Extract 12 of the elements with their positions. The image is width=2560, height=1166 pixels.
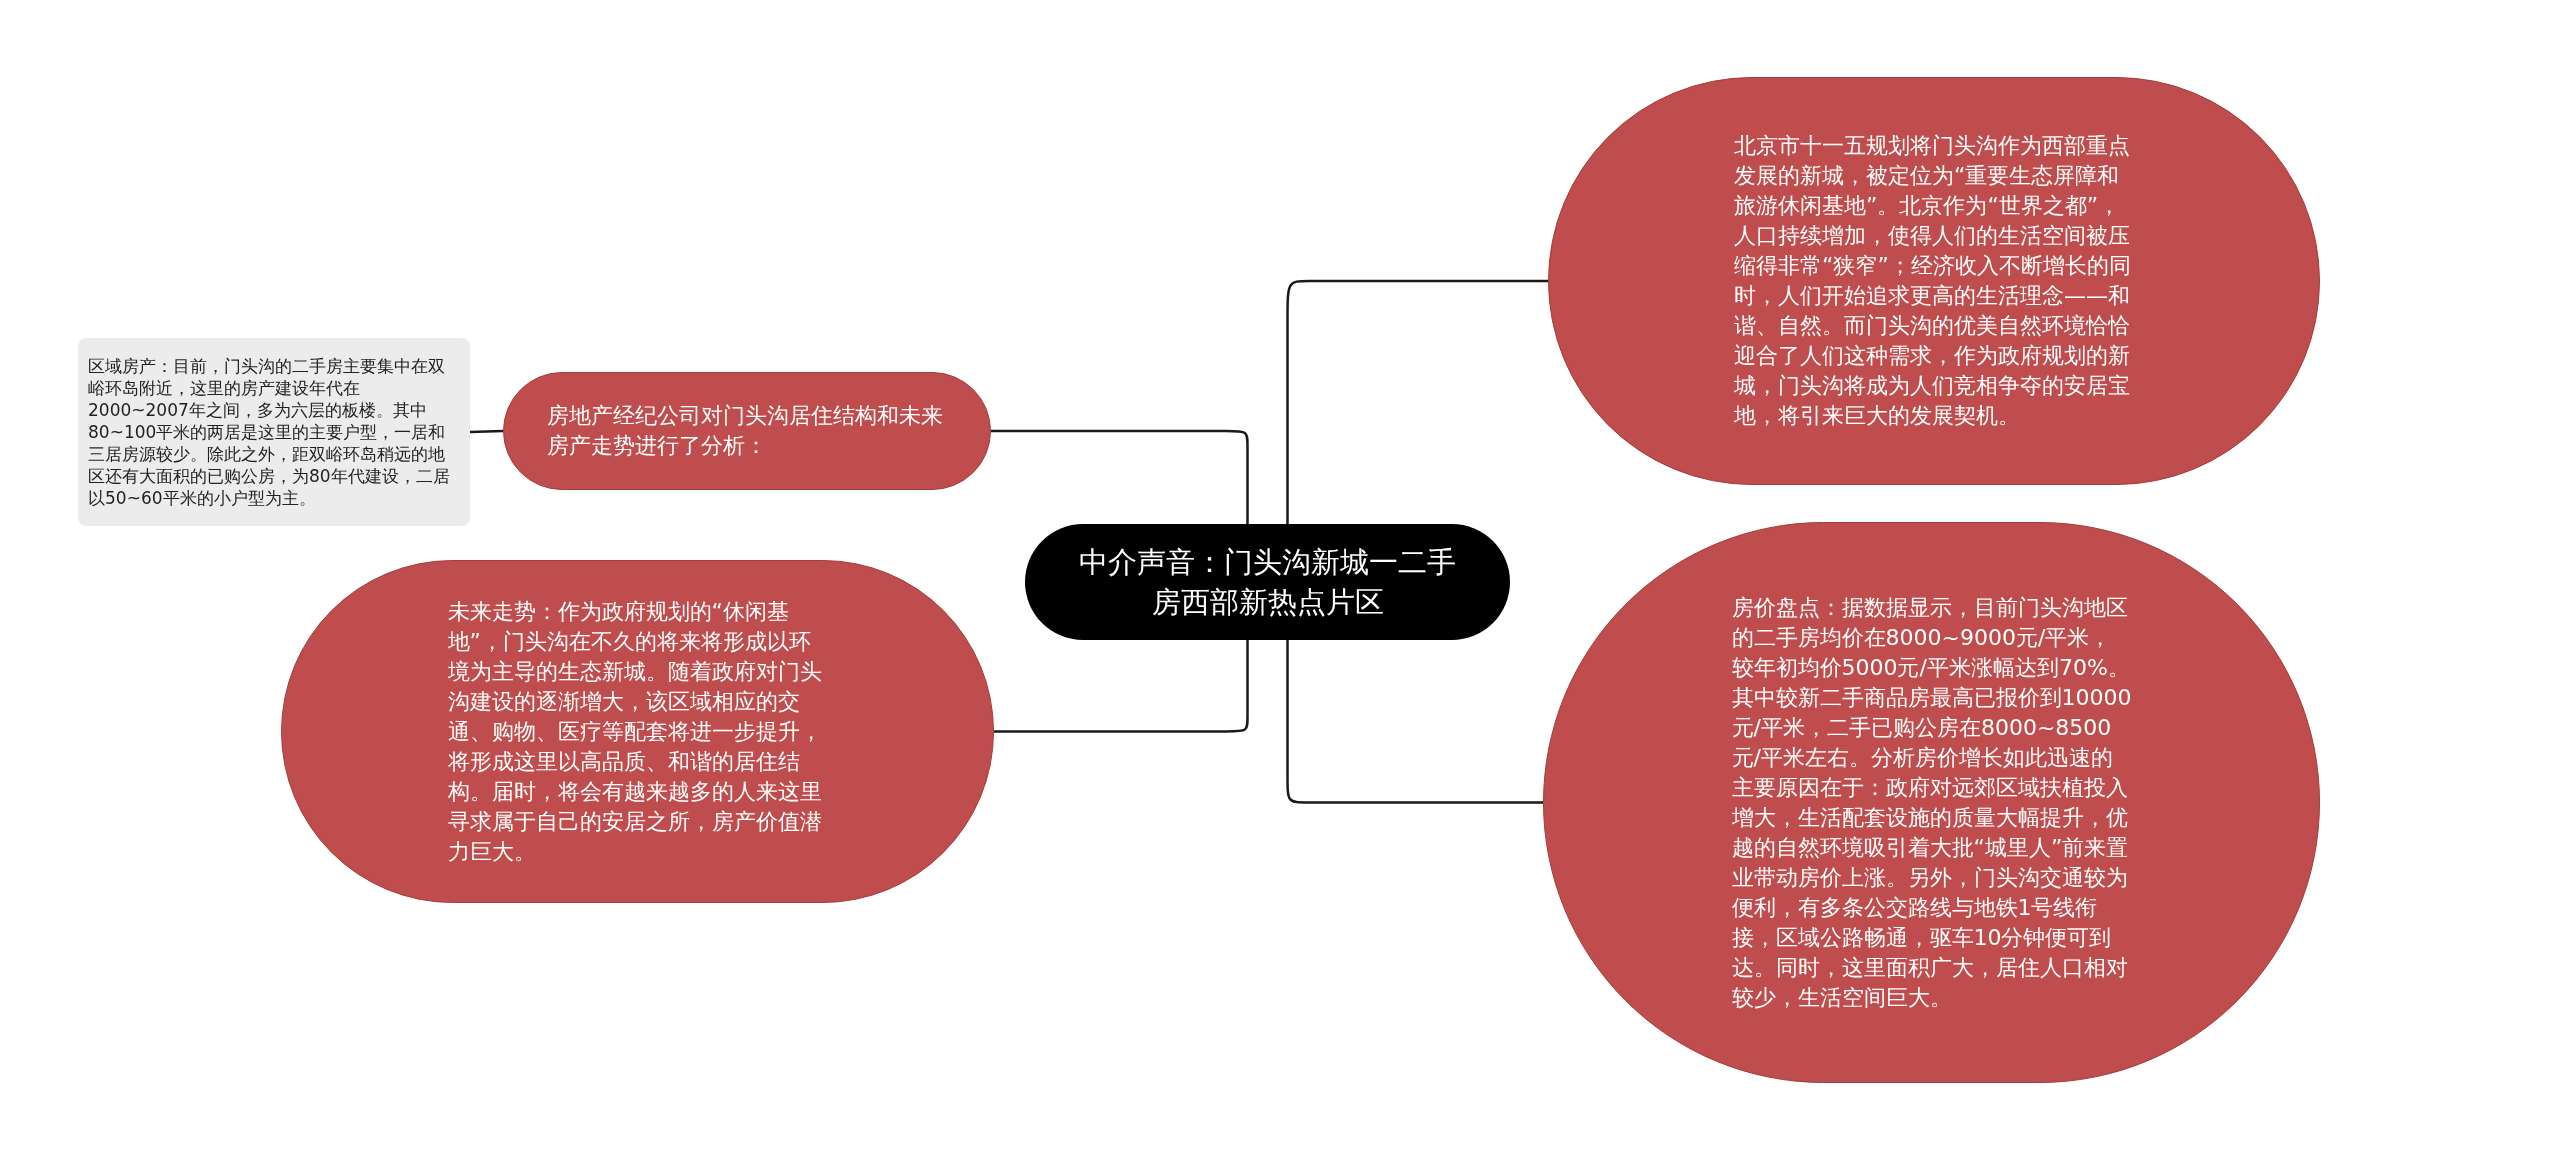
connector-line [1286, 279, 1548, 526]
topic-text: 北京市十一五规划将门头沟作为西部重点发展的新城，被定位为“重要生态屏障和旅游休闲基地”。北京作为“世界之都”，人口持续增加，使得人们的生活空间被压缩得非常“狭窄”；经济收入不断增长的同时，人们开始追求更高的生活理念——和谐、自然。而门头沟的优美自然环境恰恰迎合了人们这种需求，作为政府规划的新城，门头沟将成为人们竞相争夺的安居宝地，将引来巨大的发展契机。 [1734, 132, 2132, 430]
connector-line [1286, 638, 1543, 804]
connector-line [994, 638, 1249, 733]
topic-text: 房地产经纪公司对门头沟居住结构和未来房产走势进行了分析： [547, 402, 944, 460]
central-topic-text: 中介声音：门头沟新城一二手房西部新热点片区 [1078, 544, 1457, 621]
connector-line [991, 429, 1249, 526]
topic-text: 未来走势：作为政府规划的“休闲基地”，门头沟在不久的将来将形成以环境为主导的生态新城。随着政府对门头沟建设的逐渐增大，该区域相应的交通、购物、医疗等配套将进一步提升，将形成这里以高品质、和谐的居住结构。届时，将会有越来越多的人来这里寻求属于自己的安居之所，房产价值潜力巨大。 [447, 597, 823, 866]
note-card [78, 338, 470, 526]
note-text: 区域房产：目前，门头沟的二手房主要集中在双峪环岛附近，这里的房产建设年代在2000~2007年之间，多为六层的板楼。其中80~100平米的两居是这里的主要户型，一居和三居房源较少。除此之外，距双峪环岛稍远的地区还有大面积的已购公房，为80年代建设，二居以50~60平米的小户型为主。 [88, 355, 451, 509]
topic-text: 房价盘点：据数据显示，目前门头沟地区的二手房均价在8000~9000元/平米，较年初均价5000元/平米涨幅达到70%。其中较新二手商品房最高已报价到10000元/平米，二手已购公房在8000~8500元/平米左右。分析房价增长如此迅速的主要原因在于：政府对远郊区域扶植投入增大，生活配套设施的质量大幅提升，优越的自然环境吸引着大批“城里人”前来置业带动房价上涨。另外，门头沟交通较为便利，有多条公交路线与地铁1号线衔接，区域公路畅通，驱车10分钟便可到达。同时，这里面积广大，居住人口相对较少，生活空间巨大。 [1731, 593, 2132, 1012]
connector-line [469, 429, 504, 434]
